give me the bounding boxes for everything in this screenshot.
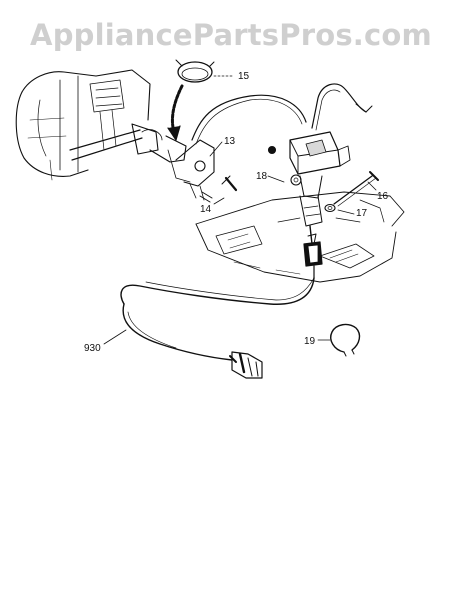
washer-base (195, 191, 405, 283)
callout-15: 15 (238, 71, 250, 82)
callout-16: 16 (377, 191, 389, 202)
hose-clamp (175, 59, 215, 83)
nut-18 (267, 145, 302, 186)
drain-hose (191, 83, 373, 145)
power-cord (120, 277, 315, 361)
clamp-arrow (167, 84, 184, 141)
leader-lines (49, 75, 377, 345)
mounting-bracket (299, 195, 323, 245)
washer-17 (324, 203, 336, 213)
power-plug (229, 351, 263, 379)
callout-19: 19 (304, 336, 316, 347)
callout-13: 13 (224, 136, 236, 147)
pressure-switch (289, 131, 351, 199)
callout-18: 18 (256, 171, 268, 182)
callout-930: 930 (84, 343, 101, 354)
motor-assembly (15, 69, 238, 203)
screw-16 (333, 171, 379, 207)
callout-14: 14 (200, 204, 212, 215)
watermark-logo: AppliancePartsPros.com (30, 18, 432, 52)
retaining-ring (330, 323, 361, 357)
callout-17: 17 (356, 208, 368, 219)
wire-connector (303, 241, 323, 279)
